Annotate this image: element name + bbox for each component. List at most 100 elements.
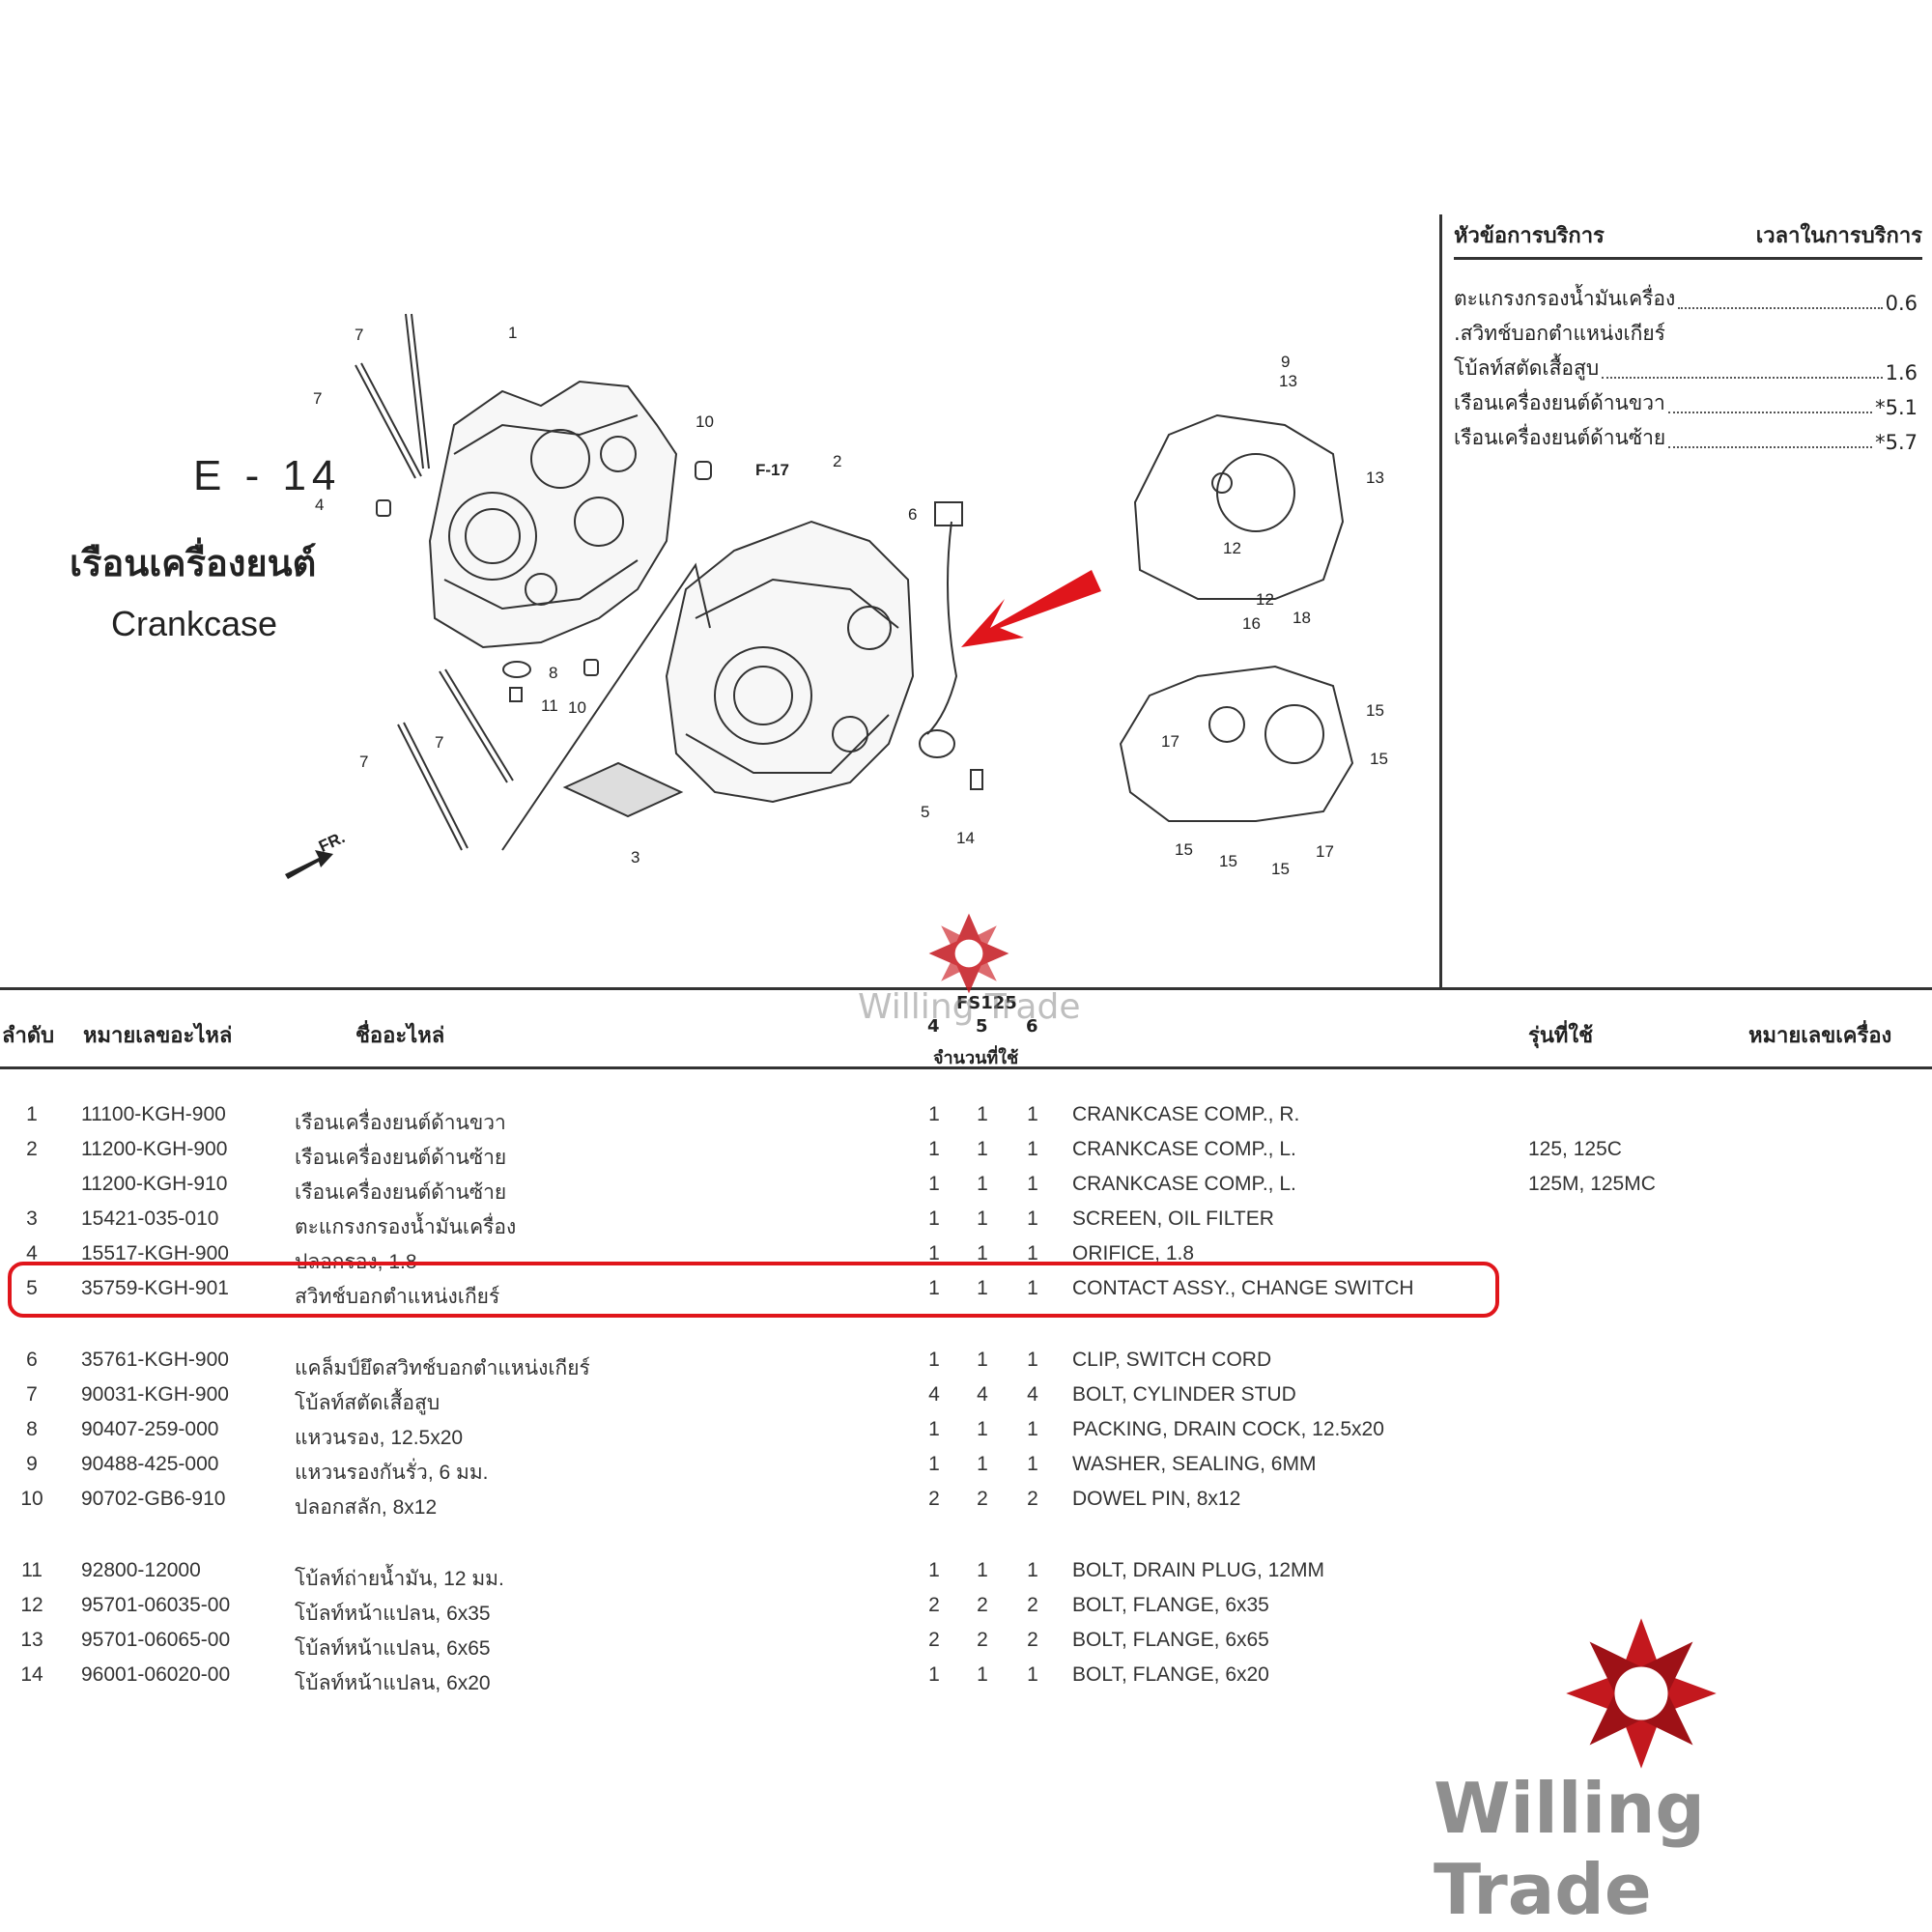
- row-number: 9: [26, 1453, 38, 1475]
- header-engine-no: หมายเลขเครื่อง: [1748, 1024, 1892, 1048]
- svg-text:17: 17: [1161, 732, 1179, 751]
- brand-logo-icon: [1566, 1618, 1717, 1769]
- header-part-no: หมายเลขอะไหล่: [83, 1024, 233, 1048]
- part-number: 15421-035-010: [81, 1208, 219, 1230]
- part-name-english: CRANKCASE COMP., R.: [1072, 1103, 1300, 1125]
- qty-5: 1: [977, 1559, 988, 1581]
- qty-6: 2: [1027, 1629, 1038, 1651]
- panel-divider: [1439, 214, 1442, 989]
- qty-6: 1: [1027, 1349, 1038, 1371]
- service-row: เรือนเครื่องยนต์ด้านซ้าย*5.7: [1454, 426, 1918, 454]
- qty-6: 1: [1027, 1559, 1038, 1581]
- qty-5: 4: [977, 1383, 988, 1406]
- qty-5: 1: [977, 1103, 988, 1125]
- qty-4: 4: [928, 1383, 940, 1406]
- header-name: ชื่ออะไหล่: [355, 1024, 445, 1048]
- qty-4: 1: [928, 1103, 940, 1125]
- header-no: ลำดับ: [2, 1024, 55, 1048]
- part-name-english: BOLT, FLANGE, 6x65: [1072, 1629, 1269, 1651]
- part-number: 90407-259-000: [81, 1418, 219, 1440]
- qty-4: 1: [928, 1349, 940, 1371]
- part-number: 90488-425-000: [81, 1453, 219, 1475]
- watermark-text: Willing Trade: [858, 987, 1081, 1027]
- part-name-english: DOWEL PIN, 8x12: [1072, 1488, 1241, 1510]
- svg-text:6: 6: [908, 505, 917, 524]
- part-name-english: BOLT, DRAIN PLUG, 12MM: [1072, 1559, 1325, 1581]
- qty-5: 1: [977, 1208, 988, 1230]
- qty-5: 1: [977, 1418, 988, 1440]
- svg-text:10: 10: [696, 412, 714, 431]
- qty-4: 1: [928, 1138, 940, 1160]
- svg-text:10: 10: [568, 698, 586, 717]
- header-qty-label: จำนวนที่ใช้: [933, 1048, 1019, 1068]
- qty-5: 1: [977, 1173, 988, 1195]
- part-name-english: BOLT, FLANGE, 6x20: [1072, 1663, 1269, 1686]
- diagram-title-english: Crankcase: [111, 604, 278, 643]
- qty-4: 1: [928, 1559, 940, 1581]
- qty-5: 1: [977, 1277, 988, 1299]
- brand-text: Willing Trade: [1434, 1768, 1705, 1930]
- qty-6: 1: [1027, 1173, 1038, 1195]
- model-applicable: 125M, 125MC: [1528, 1173, 1656, 1195]
- svg-text:16: 16: [1242, 614, 1261, 633]
- service-time-header: เวลาในการบริการ: [1755, 224, 1922, 248]
- row-number: 6: [26, 1349, 38, 1371]
- part-number: 11100-KGH-900: [81, 1103, 226, 1125]
- svg-text:9: 9: [1281, 353, 1290, 371]
- row-number: 1: [26, 1103, 38, 1125]
- qty-4: 2: [928, 1629, 940, 1651]
- part-number: 90031-KGH-900: [81, 1383, 229, 1406]
- qty-6: 4: [1027, 1383, 1038, 1406]
- part-number: 95701-06065-00: [81, 1629, 231, 1651]
- svg-text:2: 2: [833, 452, 841, 470]
- svg-text:11: 11: [541, 696, 558, 715]
- svg-text:8: 8: [549, 664, 557, 682]
- row-number: 3: [26, 1208, 38, 1230]
- model-applicable: 125, 125C: [1528, 1138, 1622, 1160]
- qty-6: 1: [1027, 1453, 1038, 1475]
- diagram-title-thai: เรือนเครื่องยนต์: [70, 542, 317, 584]
- part-name-english: SCREEN, OIL FILTER: [1072, 1208, 1274, 1230]
- svg-text:4: 4: [315, 496, 324, 514]
- svg-text:13: 13: [1366, 469, 1384, 487]
- row-number: 12: [20, 1594, 43, 1616]
- qty-5: 1: [977, 1242, 988, 1264]
- row-number: 13: [20, 1629, 43, 1651]
- qty-5: 1: [977, 1663, 988, 1686]
- svg-text:7: 7: [435, 733, 443, 752]
- svg-text:18: 18: [1293, 609, 1311, 627]
- qty-4: 1: [928, 1208, 940, 1230]
- row-number: 11: [21, 1559, 43, 1581]
- part-number: 11200-KGH-900: [81, 1138, 228, 1160]
- part-name-english: CRANKCASE COMP., L.: [1072, 1138, 1296, 1160]
- row-number: 7: [26, 1383, 38, 1406]
- qty-6: 1: [1027, 1103, 1038, 1125]
- highlight-box: [8, 1262, 1499, 1318]
- qty-6: 1: [1027, 1208, 1038, 1230]
- svg-text:17: 17: [1316, 842, 1334, 861]
- qty-6: 1: [1027, 1277, 1038, 1299]
- part-number: 96001-06020-00: [81, 1663, 231, 1686]
- qty-5: 1: [977, 1453, 988, 1475]
- part-name-english: WASHER, SEALING, 6MM: [1072, 1453, 1317, 1475]
- svg-text:7: 7: [359, 753, 368, 771]
- part-name-english: ORIFICE, 1.8: [1072, 1242, 1195, 1264]
- qty-4: 1: [928, 1453, 940, 1475]
- qty-4: 2: [928, 1594, 940, 1616]
- qty-6: 2: [1027, 1488, 1038, 1510]
- part-number: 15517-KGH-900: [81, 1242, 229, 1264]
- part-name-english: BOLT, CYLINDER STUD: [1072, 1383, 1296, 1406]
